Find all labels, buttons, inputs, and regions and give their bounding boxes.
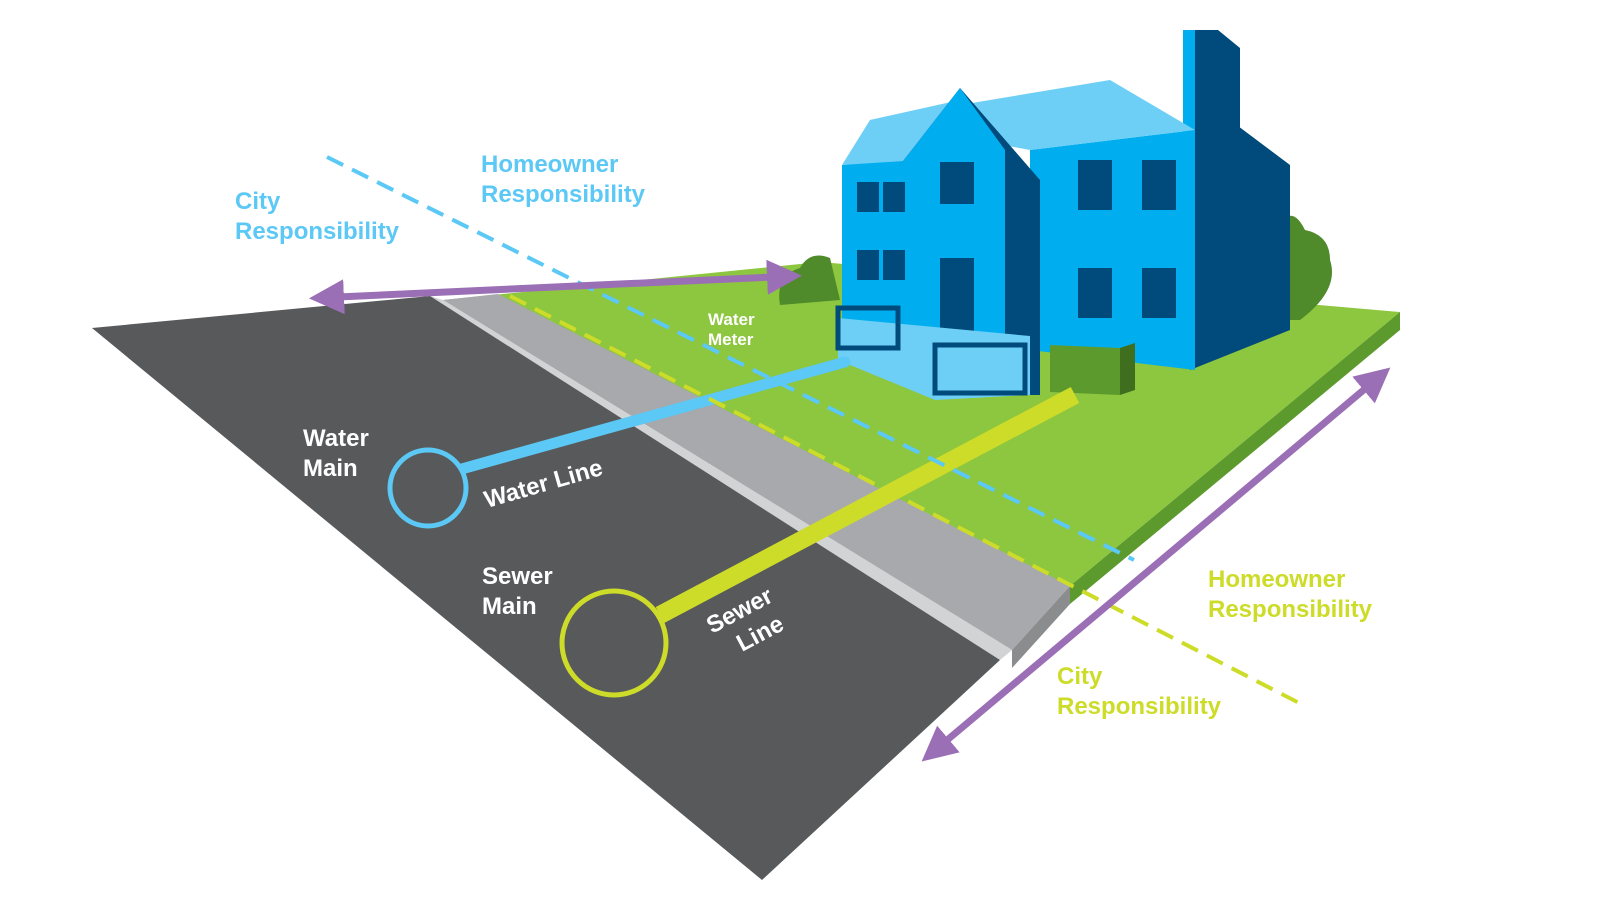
water-meter-line1: Water <box>708 310 755 329</box>
water-line <box>452 356 851 476</box>
bottom-boundary-arrow <box>921 367 1391 762</box>
top-boundary-arrow <box>309 259 802 315</box>
sewer-main-pipe <box>559 588 669 698</box>
street <box>92 296 1000 880</box>
city-responsibility-bottom-line1: City <box>1057 663 1103 690</box>
water-meter-line2: Meter <box>708 330 754 349</box>
homeowner-responsibility-top-line1: Homeowner <box>481 151 618 178</box>
homeowner-responsibility-top-line2: Responsibility <box>481 181 646 208</box>
house <box>835 30 1290 400</box>
sewer-main-label: Sewer Main <box>482 563 559 620</box>
homeowner-responsibility-top-label: Homeowner Responsibility <box>481 151 646 208</box>
water-main-pipe <box>387 447 469 529</box>
water-main-line1: Water <box>303 425 369 452</box>
water-boundary-line <box>326 155 1135 562</box>
water-meter-label: Water Meter <box>708 310 759 349</box>
city-responsibility-bottom-line2: Responsibility <box>1057 693 1222 720</box>
homeowner-responsibility-bottom-label: Homeowner Responsibility <box>1208 566 1373 623</box>
city-responsibility-top-label: City Responsibility <box>235 188 400 245</box>
homeowner-responsibility-bottom-line2: Responsibility <box>1208 596 1373 623</box>
water-main-line2: Main <box>303 455 358 482</box>
homeowner-responsibility-bottom-line1: Homeowner <box>1208 566 1345 593</box>
sewer-main-line1: Sewer <box>482 563 553 590</box>
shrub-right <box>1280 215 1332 320</box>
city-responsibility-bottom-label: City Responsibility <box>1057 663 1222 720</box>
city-responsibility-top-line1: City <box>235 188 281 215</box>
city-responsibility-top-line2: Responsibility <box>235 218 400 245</box>
sewer-main-line2: Main <box>482 593 537 620</box>
shrub-left <box>779 255 840 305</box>
water-main-label: Water Main <box>303 425 375 482</box>
